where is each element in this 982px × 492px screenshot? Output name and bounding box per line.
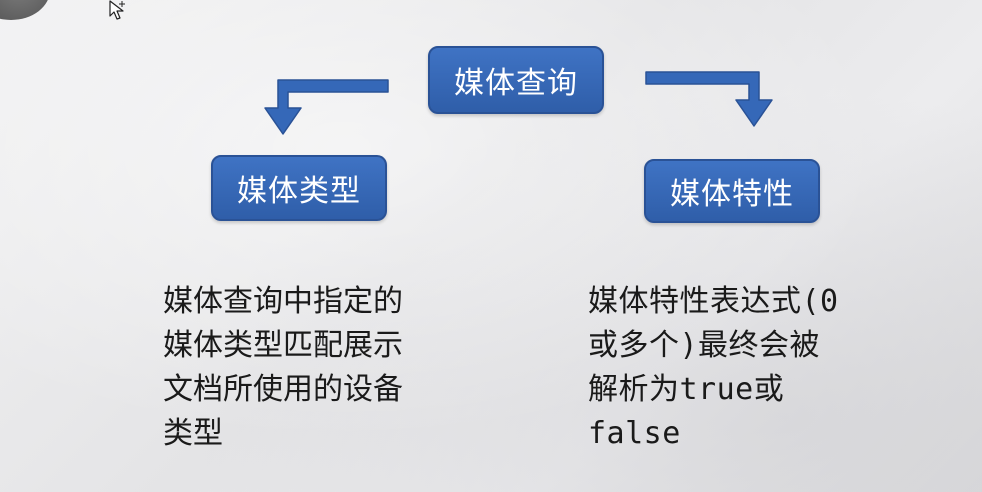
media-type-description: 媒体查询中指定的 媒体类型匹配展示 文档所使用的设备 类型 bbox=[163, 284, 403, 451]
corner-decoration bbox=[0, 0, 50, 20]
media-feature-label: 媒体特性 bbox=[670, 177, 794, 212]
arrow-to-media-type bbox=[264, 79, 389, 135]
media-feature-description: 媒体特性表达式(0 或多个)最终会被 解析为true或 false bbox=[588, 284, 839, 451]
cursor-icon bbox=[109, 0, 125, 20]
media-type-box: 媒体类型 bbox=[211, 155, 387, 221]
arrow-to-media-feature bbox=[645, 71, 773, 127]
media-query-label: 媒体查询 bbox=[454, 66, 578, 101]
media-type-label: 媒体类型 bbox=[237, 174, 361, 209]
media-query-box: 媒体查询 bbox=[428, 46, 604, 114]
media-feature-box: 媒体特性 bbox=[644, 159, 820, 223]
